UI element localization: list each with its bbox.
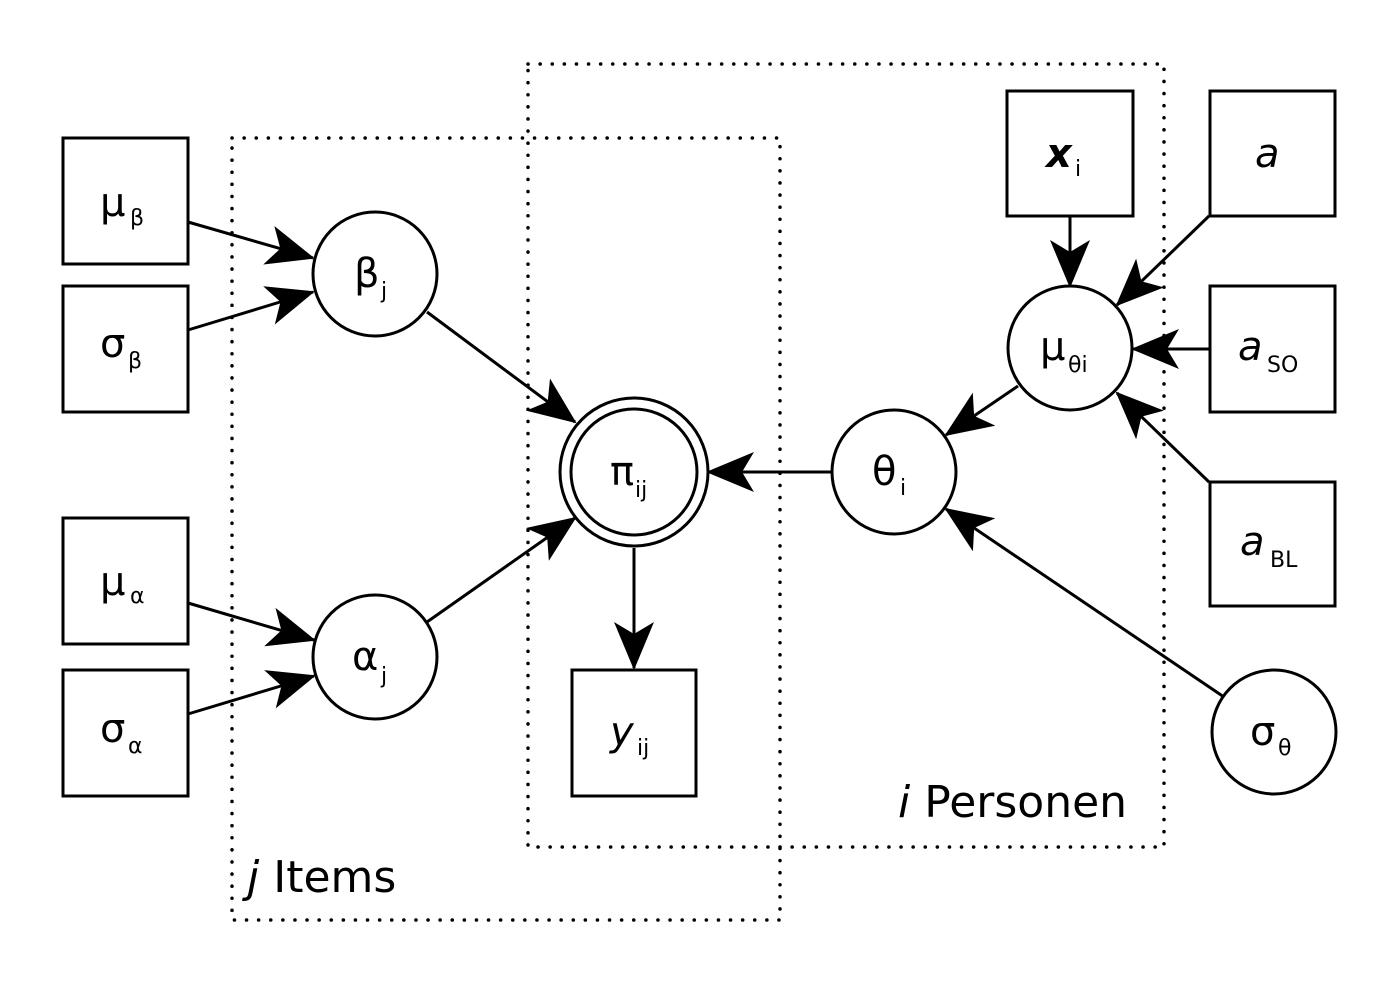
node-subscript: i bbox=[1075, 157, 1081, 182]
items-plate bbox=[230, 136, 782, 922]
node-subscript: SO bbox=[1267, 353, 1298, 378]
node-a: a bbox=[1208, 89, 1337, 218]
edge-a-to-mu-theta bbox=[1115, 214, 1211, 307]
node-symbol: μ bbox=[100, 559, 125, 605]
node-y-ij: y ij bbox=[570, 668, 698, 798]
node-a-so: a SO bbox=[1208, 284, 1337, 414]
node-symbol: σ bbox=[100, 706, 125, 752]
edge-sigma-theta-to-theta bbox=[944, 507, 1225, 699]
node-subscript: α bbox=[130, 584, 145, 609]
node-alpha-j: α j bbox=[311, 593, 439, 721]
node-subscript: α bbox=[128, 734, 143, 759]
node-subscript: ij bbox=[635, 478, 647, 503]
node-sigma-theta: σ θ bbox=[1210, 668, 1338, 796]
node-subscript: j bbox=[380, 279, 387, 304]
edges bbox=[187, 214, 1225, 716]
node-symbol: α bbox=[352, 634, 378, 680]
node-symbol: a bbox=[1255, 131, 1280, 177]
node-symbol: a bbox=[1238, 324, 1263, 370]
node-symbol: σ bbox=[100, 321, 125, 367]
node-subscript: j bbox=[380, 664, 387, 689]
edge-sigma-beta-to-beta bbox=[187, 286, 315, 332]
node-sigma-beta: σ β bbox=[61, 284, 190, 414]
node-subscript: BL bbox=[1270, 548, 1298, 573]
node-symbol: μ bbox=[1040, 324, 1065, 370]
edge-sigma-alpha-to-alpha bbox=[187, 670, 316, 716]
edge-abl-to-mu-theta bbox=[1115, 391, 1211, 484]
node-symbol: σ bbox=[1250, 709, 1275, 755]
node-mu-theta-i: μ θi bbox=[1006, 284, 1134, 412]
edge-mu-alpha-to-alpha bbox=[187, 601, 316, 647]
node-symbol: x bbox=[1044, 131, 1073, 177]
edge-beta-to-pi bbox=[426, 310, 577, 424]
node-theta-i: θ i bbox=[830, 408, 958, 536]
node-subscript: θi bbox=[1068, 353, 1088, 378]
edge-alpha-to-pi bbox=[426, 516, 577, 624]
node-symbol: μ bbox=[100, 180, 125, 226]
items-plate-label: j Items bbox=[242, 852, 396, 903]
node-subscript: θ bbox=[1278, 736, 1291, 761]
node-symbol: y bbox=[609, 709, 635, 755]
node-symbol: π bbox=[610, 449, 634, 495]
node-pi-ij: π ij bbox=[558, 396, 710, 548]
node-subscript: i bbox=[900, 476, 906, 501]
node-symbol: β bbox=[354, 251, 380, 297]
node-mu-beta: μ β bbox=[61, 136, 190, 266]
personen-plate-label: i Personen bbox=[898, 777, 1127, 828]
node-subscript: ij bbox=[637, 736, 649, 761]
edge-mu-beta-to-beta bbox=[187, 220, 315, 265]
node-beta-j: β j bbox=[311, 210, 439, 338]
personen-plate bbox=[526, 62, 1166, 849]
node-x-i: x i bbox=[1005, 89, 1135, 218]
node-mu-alpha: μ α bbox=[61, 516, 190, 646]
node-symbol: θ bbox=[872, 449, 896, 495]
node-subscript: β bbox=[130, 206, 144, 231]
node-a-bl: a BL bbox=[1208, 480, 1337, 608]
node-sigma-alpha: σ α bbox=[61, 668, 190, 798]
node-subscript: β bbox=[128, 349, 142, 374]
edge-mu-theta-to-theta bbox=[944, 384, 1019, 437]
node-symbol: a bbox=[1240, 519, 1265, 565]
